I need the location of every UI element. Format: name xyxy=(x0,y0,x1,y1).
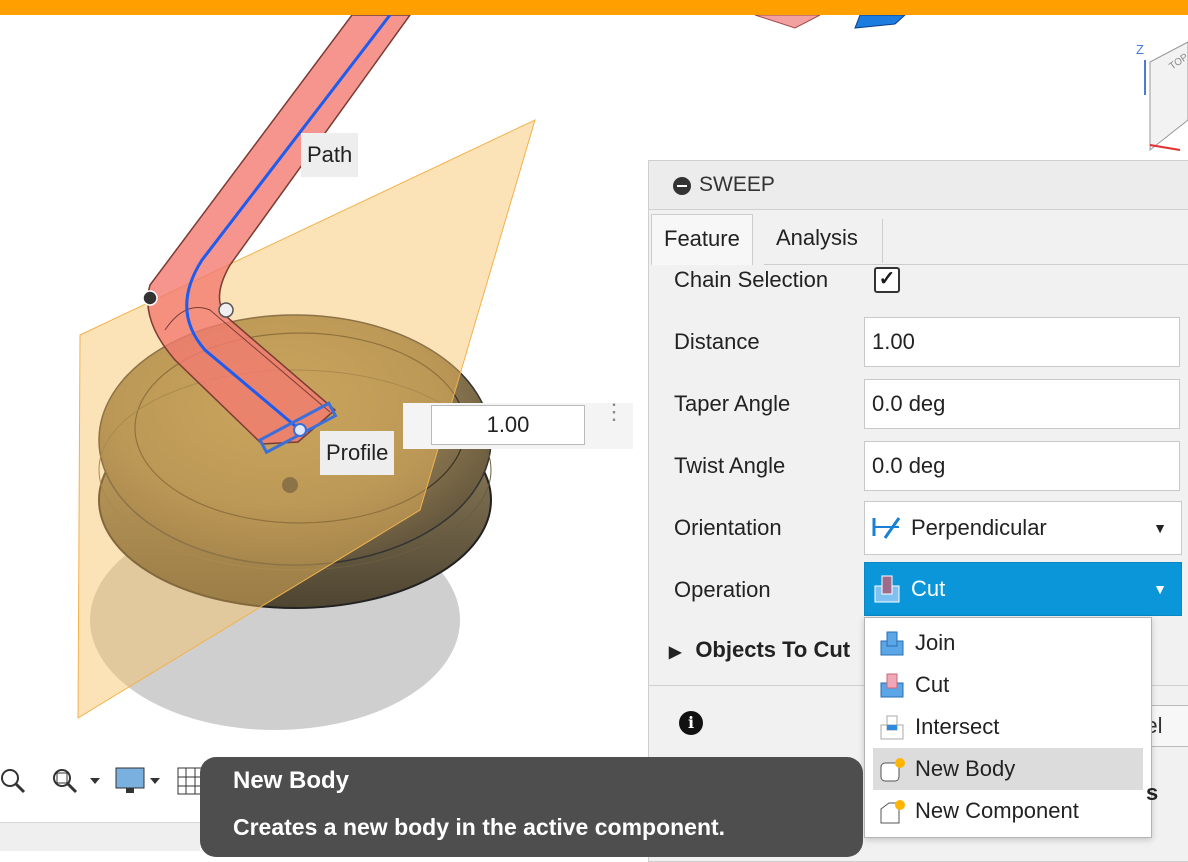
window-top-bar xyxy=(0,0,1188,15)
grid-icon[interactable] xyxy=(177,767,205,795)
operation-menu: Join Cut Intersect New Body New Componen… xyxy=(864,617,1152,838)
cut-icon xyxy=(880,673,904,698)
menu-item-intersect[interactable]: Intersect xyxy=(873,706,1143,748)
zoom-icon[interactable] xyxy=(1,769,26,794)
partial-object-blue xyxy=(854,15,906,29)
display-settings-icon[interactable] xyxy=(115,767,145,793)
chevron-down-icon: ▼ xyxy=(1153,581,1167,597)
zoom-window-icon[interactable] xyxy=(53,769,78,794)
dialog-title: SWEEP xyxy=(699,173,775,196)
tooltip: New Body Creates a new body in the activ… xyxy=(200,757,863,857)
objects-to-cut-section[interactable]: ▶ Objects To Cut xyxy=(669,637,850,663)
menu-item-label: Intersect xyxy=(915,714,1000,739)
chain-selection-checkbox[interactable]: ✓ xyxy=(874,267,900,293)
distance-manipulator-input[interactable]: 1.00 xyxy=(431,405,585,445)
clipped-text: s xyxy=(1146,780,1159,805)
navigation-toolbar xyxy=(1,767,205,795)
viewcube[interactable] xyxy=(1144,41,1188,152)
distance-field[interactable]: 1.00 xyxy=(864,317,1180,367)
profile-label: Profile xyxy=(320,431,395,475)
tooltip-description: Creates a new body in the active compone… xyxy=(233,814,726,840)
operation-dropdown[interactable]: Cut ▼ xyxy=(864,562,1182,616)
menu-item-label: New Component xyxy=(915,798,1079,823)
menu-item-label: Join xyxy=(915,630,956,655)
menu-item-label: Cut xyxy=(915,672,950,697)
orientation-label: Orientation xyxy=(674,515,782,540)
path-label: Path xyxy=(301,133,359,177)
menu-item-new-component[interactable]: New Component xyxy=(873,790,1143,832)
taper-angle-field[interactable]: 0.0 deg xyxy=(864,379,1180,429)
path-startpoint-handle[interactable] xyxy=(218,302,234,318)
cut-icon xyxy=(874,575,900,603)
operation-value: Cut xyxy=(911,576,946,601)
collapse-icon[interactable] xyxy=(673,177,691,195)
tooltip-title: New Body xyxy=(233,767,350,794)
profile-handle[interactable] xyxy=(293,423,307,437)
tab-analysis[interactable]: Analysis xyxy=(776,225,858,250)
tab-baseline xyxy=(764,264,1188,265)
new-component-icon xyxy=(880,800,905,824)
operation-label: Operation xyxy=(674,577,771,602)
distance-label: Distance xyxy=(674,329,760,354)
menu-item-join[interactable]: Join xyxy=(873,622,1143,664)
menu-item-cut[interactable]: Cut xyxy=(873,664,1143,706)
info-icon[interactable]: i xyxy=(679,711,703,735)
twist-angle-label: Twist Angle xyxy=(674,453,786,478)
tab-divider xyxy=(882,219,883,263)
sweep-dialog: SWEEP Feature Analysis Chain Selection ✓… xyxy=(648,160,1188,862)
expand-triangle-icon: ▶ xyxy=(669,644,682,661)
twist-angle-field[interactable]: 0.0 deg xyxy=(864,441,1180,491)
path-curve[interactable] xyxy=(185,15,392,432)
intersect-icon xyxy=(880,715,904,740)
chevron-down-icon: ▼ xyxy=(1153,520,1167,536)
menu-item-label: New Body xyxy=(915,756,1016,781)
tab-feature[interactable]: Feature xyxy=(651,214,753,265)
taper-angle-label: Taper Angle xyxy=(674,391,791,416)
objects-to-cut-label: Objects To Cut xyxy=(695,637,851,662)
chain-selection-label: Chain Selection xyxy=(674,267,829,292)
zoom-dropdown-icon[interactable] xyxy=(90,778,100,784)
path-endpoint-handle[interactable] xyxy=(142,290,158,306)
menu-item-new-body[interactable]: New Body xyxy=(873,748,1143,790)
partial-object-pink xyxy=(754,15,821,29)
sweep-dialog-header[interactable]: SWEEP xyxy=(649,161,1188,210)
orientation-value: Perpendicular xyxy=(911,515,1047,540)
status-bar xyxy=(0,822,200,851)
join-icon xyxy=(880,631,904,656)
3d-viewport[interactable]: Z TOP xyxy=(0,15,1188,850)
perpendicular-icon xyxy=(872,517,901,539)
viewcube-axis-z: Z xyxy=(1136,42,1144,57)
orientation-dropdown[interactable]: Perpendicular ▼ xyxy=(864,501,1182,555)
new-body-icon xyxy=(880,758,905,782)
display-dropdown-icon[interactable] xyxy=(150,778,160,784)
more-options-icon[interactable]: ⋮ xyxy=(603,399,625,424)
